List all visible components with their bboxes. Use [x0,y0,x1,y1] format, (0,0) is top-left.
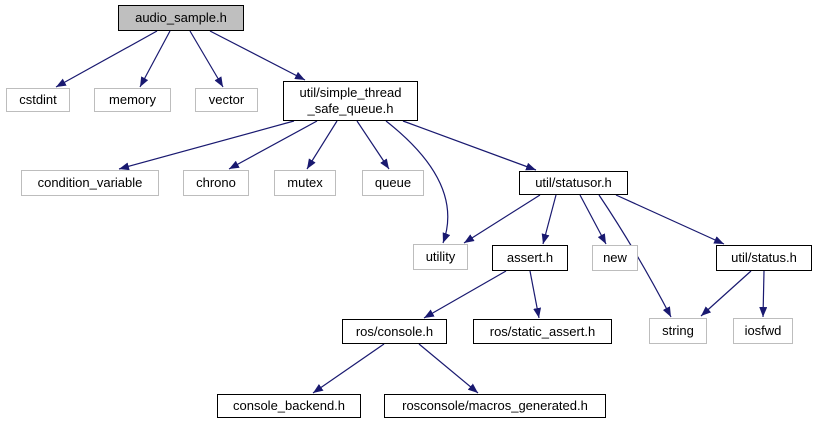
graph-node-new: new [592,245,638,271]
graph-node-audio_sample: audio_sample.h [118,5,244,31]
edge-simple_thread_safe_queue-utility [385,120,451,244]
edge-audio_sample-vector [189,30,224,88]
edge-statusor-new [579,194,607,245]
edge-statusor-status [615,194,725,245]
graph-node-console_backend[interactable]: console_backend.h [217,394,361,418]
edge-status-iosfwd [759,270,768,318]
graph-node-ros_static_assert[interactable]: ros/static_assert.h [473,319,612,344]
graph-node-mutex: mutex [274,170,336,196]
graph-node-cstdint: cstdint [6,88,70,112]
edge-simple_thread_safe_queue-queue [356,120,390,170]
graph-node-iosfwd: iosfwd [733,318,793,344]
edge-audio_sample-simple_thread_safe_queue [209,30,306,81]
edge-ros_console-console_backend [312,343,385,394]
graph-node-assert[interactable]: assert.h [492,245,568,271]
edge-audio_sample-memory [139,30,171,88]
edge-simple_thread_safe_queue-statusor [402,120,537,171]
edge-assert-ros_console [423,270,507,319]
edge-ros_console-macros_generated [418,343,479,394]
edge-simple_thread_safe_queue-chrono [228,120,318,170]
edge-simple_thread_safe_queue-mutex [306,120,338,170]
edge-statusor-utility [463,194,541,244]
graph-node-string: string [649,318,707,344]
edge-audio_sample-cstdint [55,30,158,88]
graph-node-utility: utility [413,244,468,270]
graph-node-queue: queue [362,170,424,196]
edge-statusor-assert [541,194,557,245]
edge-simple_thread_safe_queue-condition_variable [118,120,295,171]
edge-status-string [700,270,752,317]
graph-node-simple_thread_safe_queue[interactable]: util/simple_thread _safe_queue.h [283,81,418,121]
graph-node-condition_variable: condition_variable [21,170,159,196]
graph-node-vector: vector [195,88,258,112]
graph-node-macros_generated[interactable]: rosconsole/macros_generated.h [384,394,606,418]
graph-node-ros_console[interactable]: ros/console.h [342,319,447,344]
edge-assert-ros_static_assert [529,270,542,319]
graph-node-memory: memory [94,88,171,112]
graph-node-statusor[interactable]: util/statusor.h [519,171,628,195]
graph-node-chrono: chrono [183,170,249,196]
graph-node-status[interactable]: util/status.h [716,245,812,271]
